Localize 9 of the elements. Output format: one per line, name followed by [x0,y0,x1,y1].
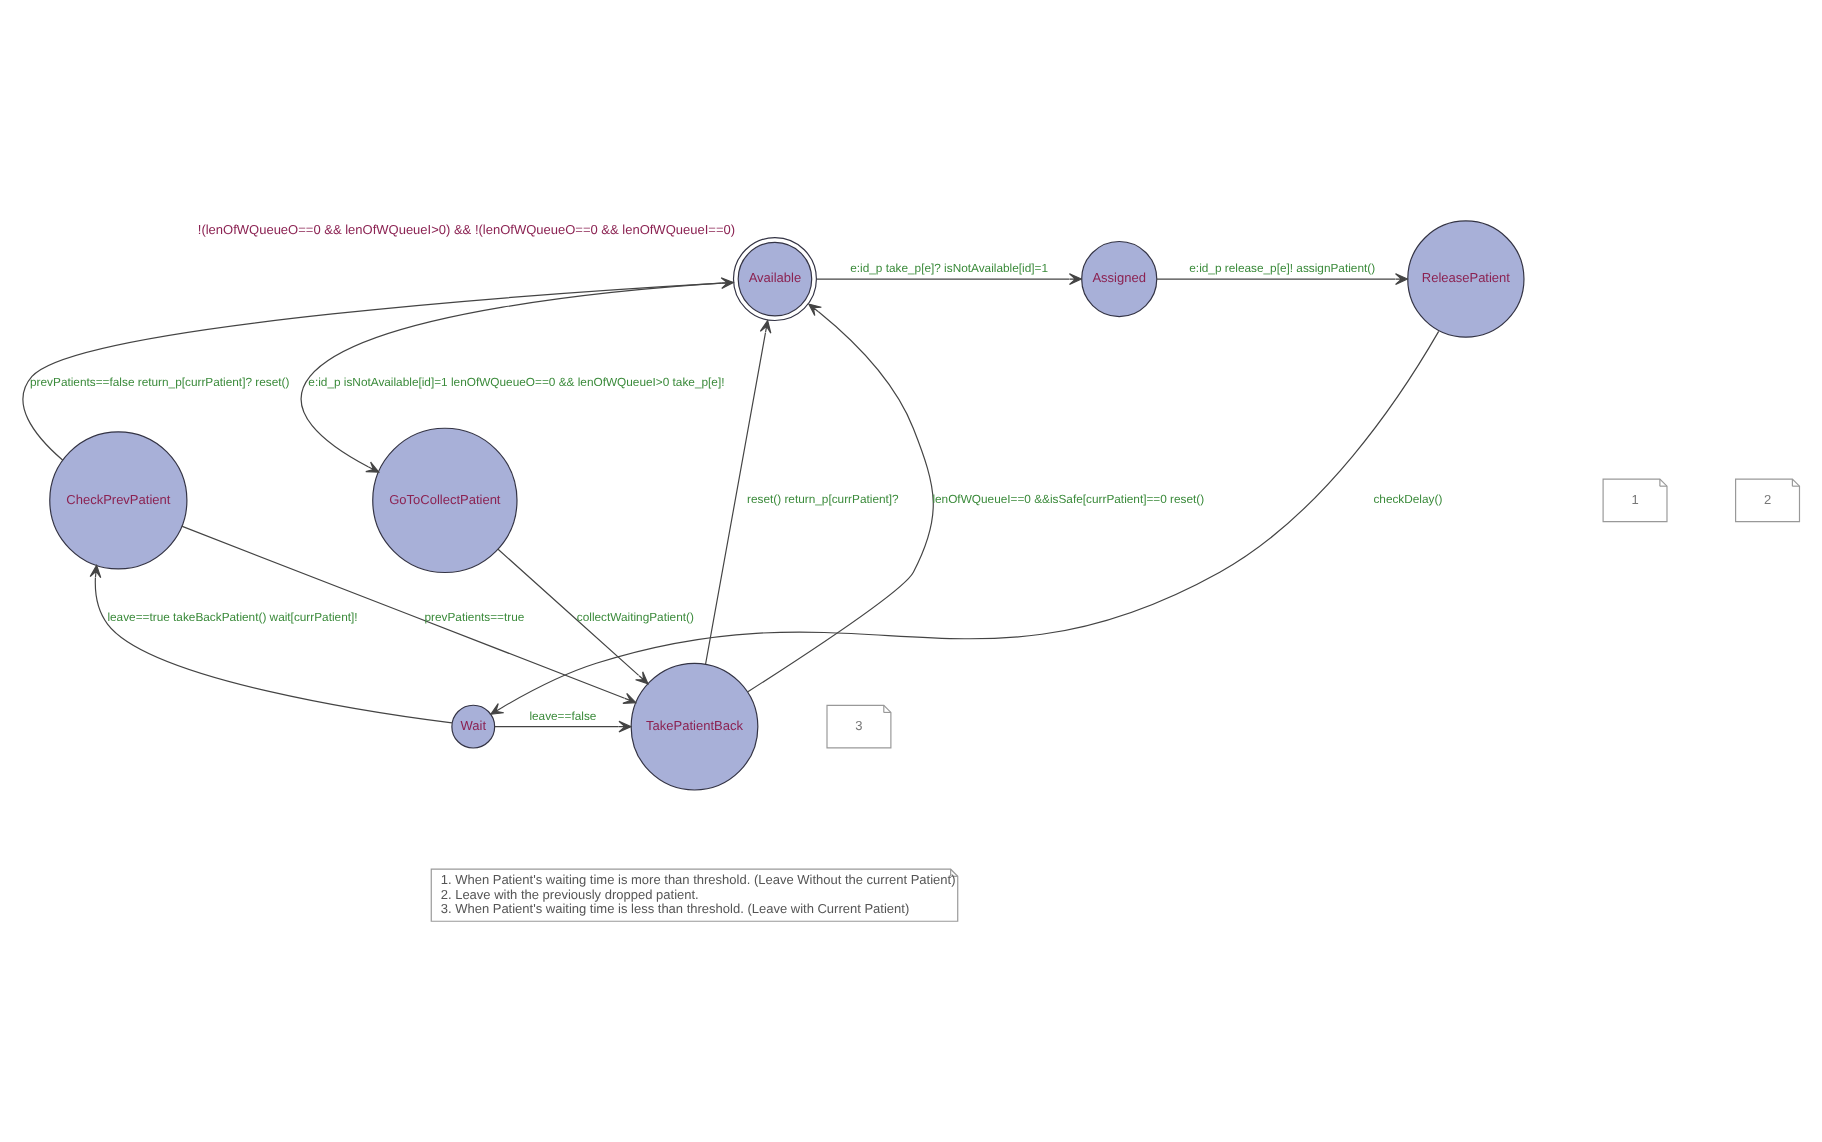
arrow [816,273,1082,285]
arrow [1156,273,1408,285]
arrow [22,277,734,461]
arrow [497,548,649,685]
arrow [705,319,772,665]
arrow [494,720,632,733]
arrow [89,564,453,724]
arrow [747,303,934,693]
arrow [181,525,637,704]
